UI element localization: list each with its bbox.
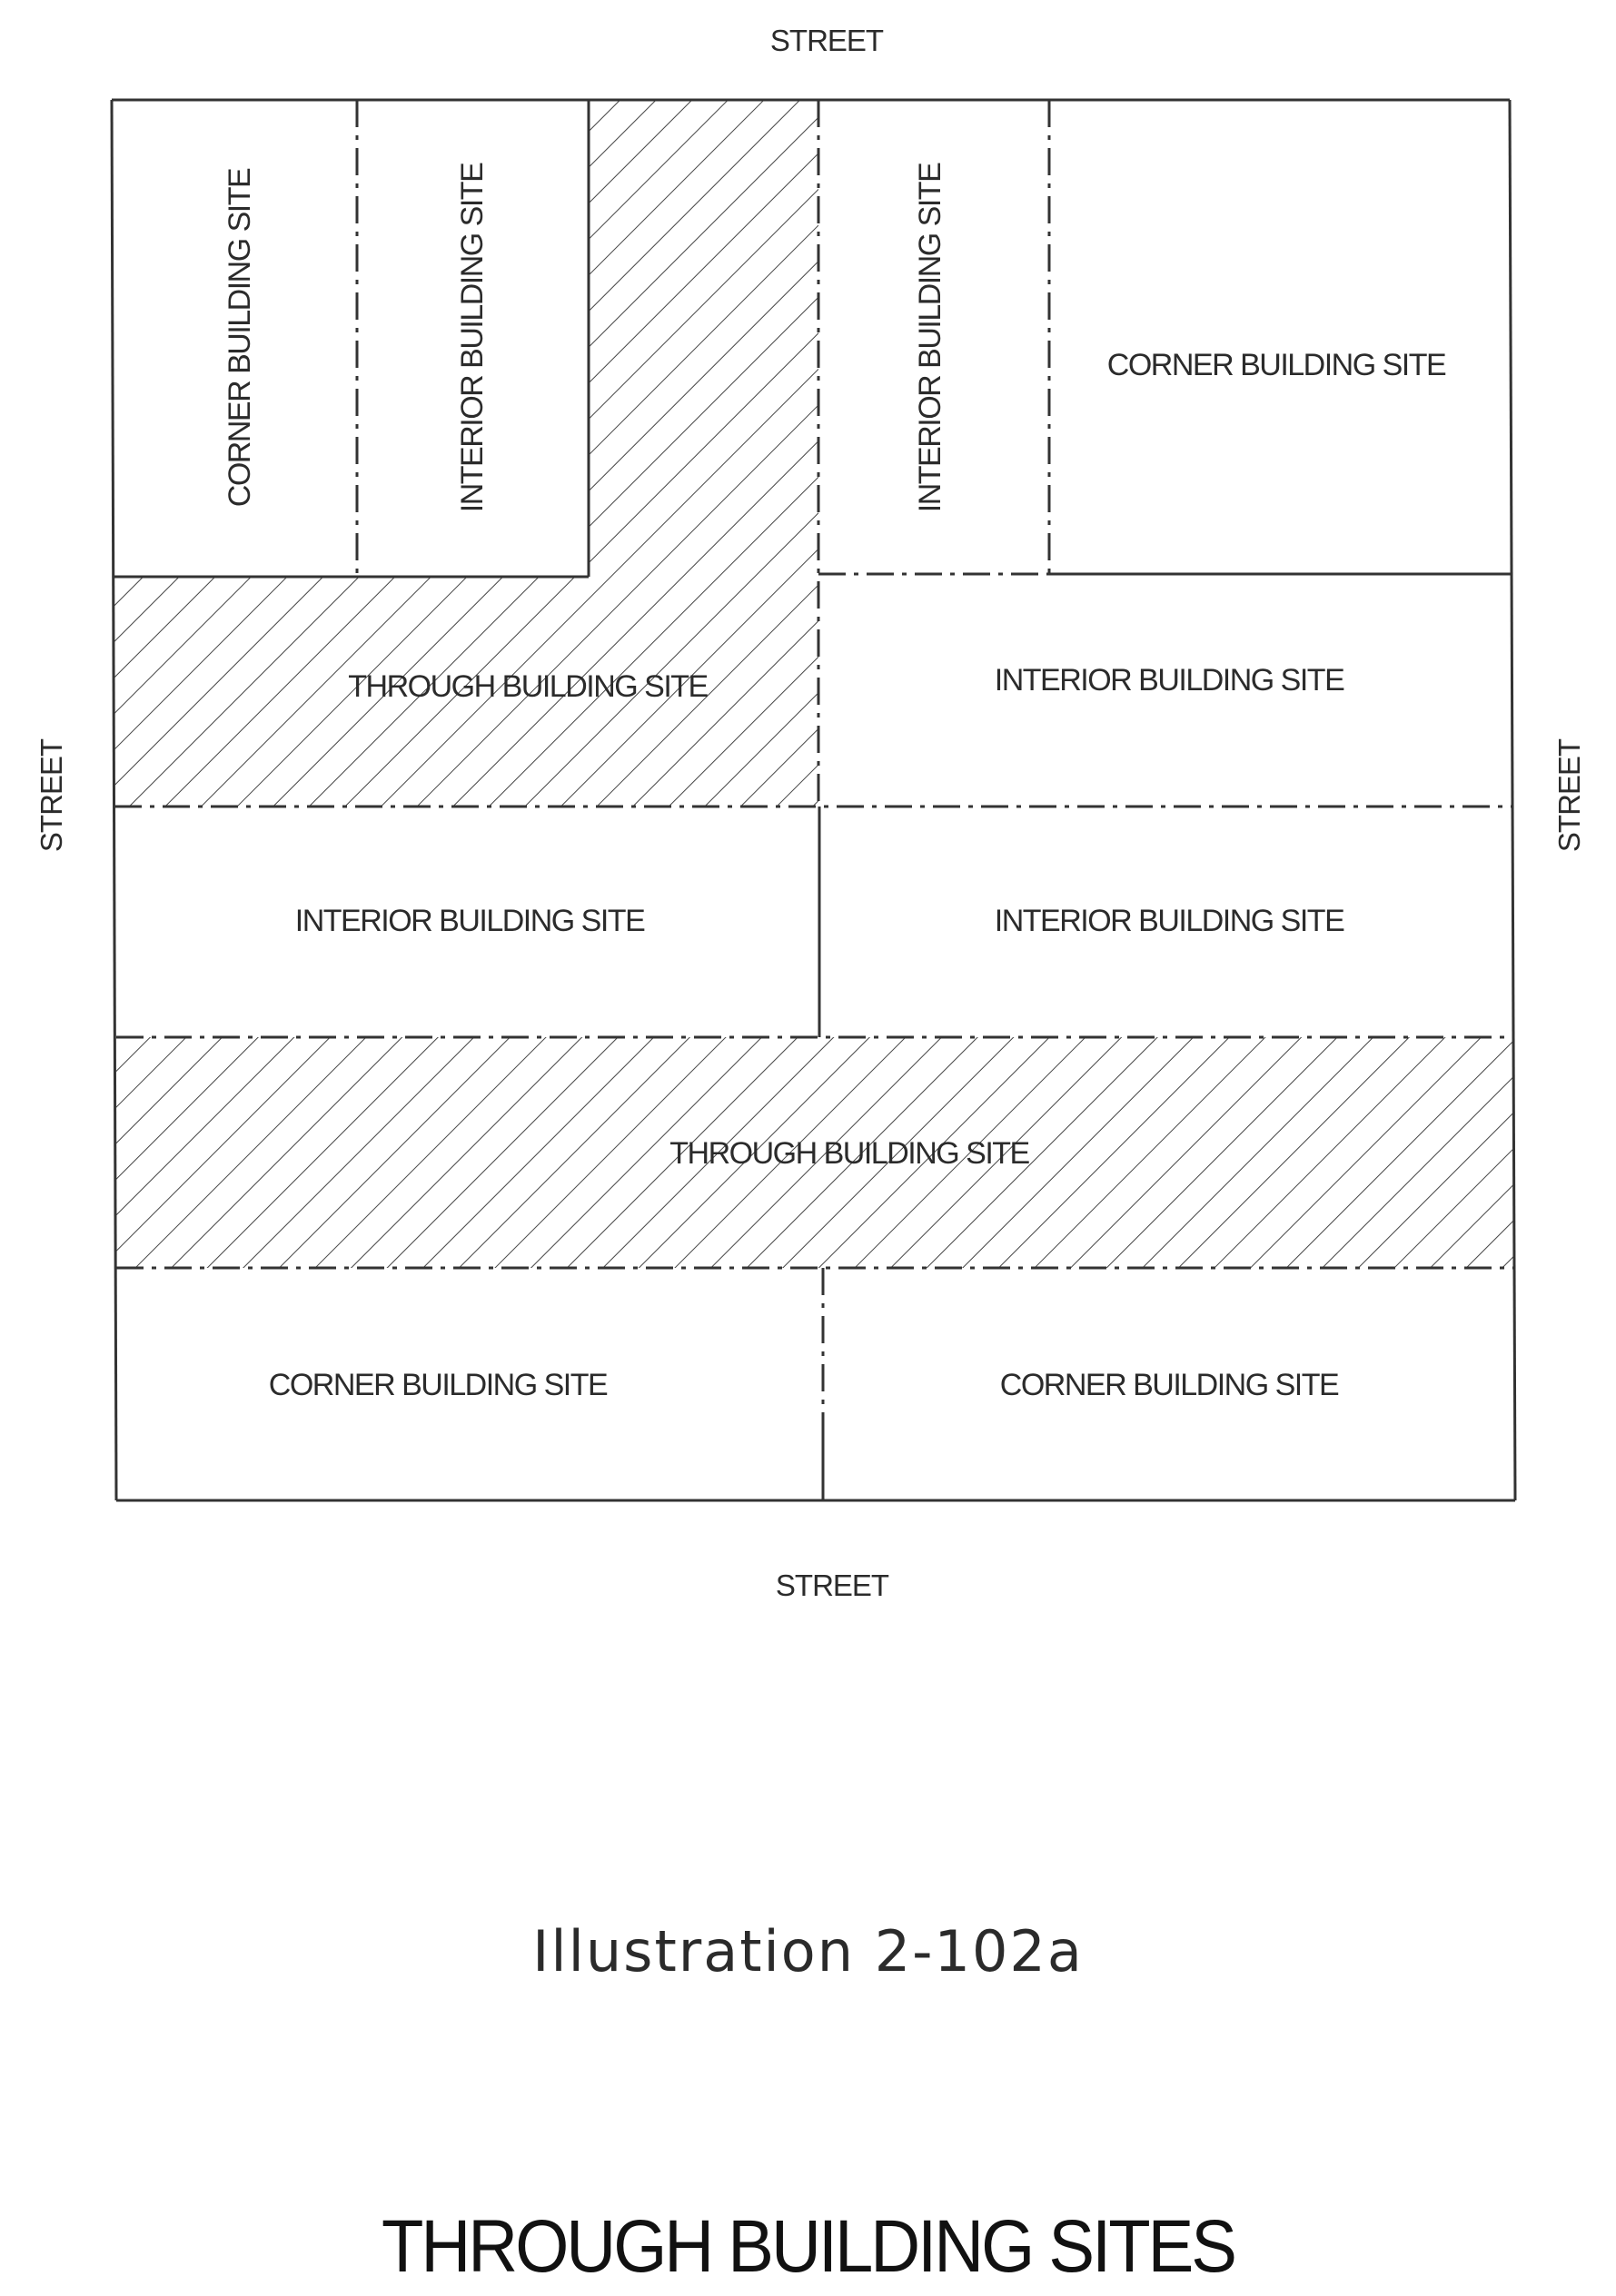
site-label-corner-bottom-right: CORNER BUILDING SITE	[1000, 1368, 1339, 1402]
site-label-interior-row3-right: INTERIOR BUILDING SITE	[995, 904, 1344, 938]
site-label-through-upper: THROUGH BUILDING SITE	[348, 669, 708, 704]
diagram-title: THROUGH BUILDING SITES	[382, 2204, 1237, 2289]
street-label-right: STREET	[1552, 738, 1586, 852]
dashdot-lot-lines	[114, 100, 1514, 1417]
block-outline	[110, 98, 1517, 1502]
street-label-bottom: STREET	[776, 1569, 889, 1602]
illustration-number: Illustration 2-102a	[532, 1918, 1084, 1984]
site-label-through-lower: THROUGH BUILDING SITE	[669, 1136, 1029, 1171]
site-label-corner-top-right: CORNER BUILDING SITE	[1107, 348, 1446, 382]
through-site-upper-hatch	[114, 100, 818, 807]
site-label-interior-row2-right: INTERIOR BUILDING SITE	[995, 663, 1344, 698]
street-label-left: STREET	[35, 738, 68, 852]
site-label-interior-row3-left: INTERIOR BUILDING SITE	[295, 904, 645, 938]
block-diagram: STREET STREET STREET STREET CORNER BUILD…	[35, 24, 1586, 1602]
site-label-corner-bottom-left: CORNER BUILDING SITE	[269, 1368, 608, 1402]
site-label-interior-top-left: INTERIOR BUILDING SITE	[455, 163, 490, 512]
street-label-top: STREET	[770, 24, 884, 57]
site-label-interior-top-right: INTERIOR BUILDING SITE	[913, 163, 947, 512]
through-site-lower-hatch	[116, 1037, 1513, 1268]
site-label-corner-top-left: CORNER BUILDING SITE	[223, 168, 257, 507]
